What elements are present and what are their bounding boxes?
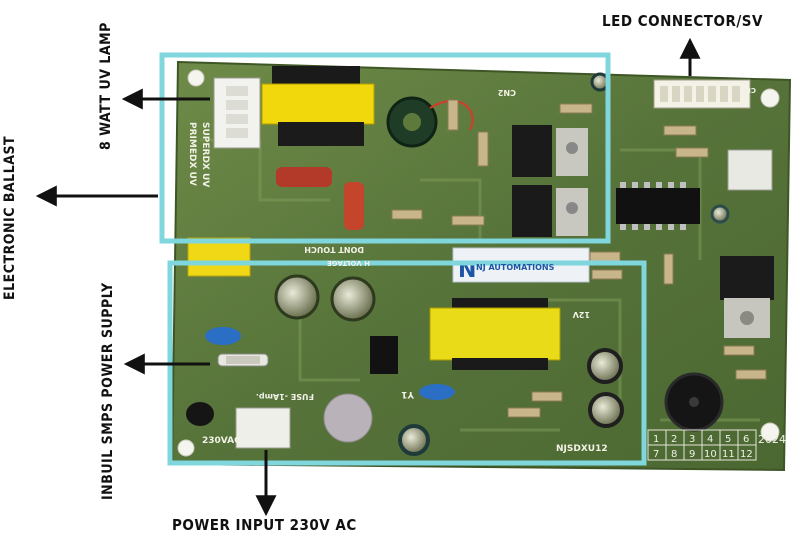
grid-num-4: 4 — [707, 434, 713, 445]
label-smps: INBUIL SMPS POWER SUPPLY — [100, 282, 116, 500]
smps-ic — [370, 336, 398, 374]
cn2-text: CN2 — [498, 88, 516, 97]
varistor — [186, 402, 214, 426]
film-capacitors — [276, 167, 364, 230]
smps-transformer — [429, 298, 561, 370]
toroid-inductor — [386, 96, 474, 148]
y1-text: Y1 — [401, 389, 415, 399]
ballast-transformer — [261, 66, 375, 146]
ballast-transistors — [512, 125, 588, 237]
x-capacitor — [187, 237, 251, 277]
number-grid: 1 2 3 4 5 6 7 8 9 10 11 12 2024 — [647, 429, 786, 461]
cn1-text: CN1 — [740, 86, 756, 94]
high-voltage-text: H VOLTAGE — [327, 259, 370, 267]
grid-num-6: 6 — [743, 434, 749, 445]
uv-lamp-connector — [213, 77, 261, 149]
ac-in-text: 230VAC — [202, 436, 241, 446]
grid-num-7: 7 — [653, 449, 659, 460]
brand-text: NJ AUTOMATIONS — [476, 263, 555, 272]
electrolytic-capacitors — [274, 72, 730, 456]
product-text-1: SUPERDX UV — [200, 122, 210, 187]
year-text: 2024 — [758, 433, 786, 446]
aux-connector — [727, 149, 773, 191]
grid-num-1: 1 — [653, 434, 659, 445]
resistors — [391, 99, 767, 418]
grid-num-9: 9 — [689, 449, 695, 460]
product-text-2: PRIMEDX UV — [187, 122, 197, 186]
ic-chip — [616, 182, 700, 230]
grid-num-12: 12 — [740, 449, 753, 460]
ballast-highlight-box — [159, 52, 611, 244]
blue-capacitors — [205, 327, 455, 400]
label-power-input: POWER INPUT 230V AC — [172, 516, 357, 534]
label-electronic-ballast: ELECTRONIC BALLAST — [2, 135, 18, 300]
grid-num-8: 8 — [671, 449, 677, 460]
grid-num-10: 10 — [704, 449, 717, 460]
power-input-connector — [235, 407, 291, 449]
voltage-regulator — [720, 256, 774, 338]
model-text: NJSDXU12 — [556, 444, 608, 454]
fuse — [217, 353, 269, 367]
12v-text: 12V — [572, 310, 590, 319]
fuse-text: FUSE -1Amp. — [256, 392, 314, 401]
label-led-connector: LED CONNECTOR/SV — [602, 12, 763, 30]
hologram-sticker — [323, 393, 373, 443]
grid-num-3: 3 — [689, 434, 695, 445]
label-uv-lamp: 8 WATT UV LAMP — [98, 22, 114, 150]
dont-touch-text: DONT TOUCH — [304, 245, 364, 254]
grid-num-2: 2 — [671, 434, 677, 445]
grid-num-5: 5 — [725, 434, 731, 445]
grid-num-11: 11 — [722, 449, 735, 460]
led-connector — [653, 79, 751, 109]
